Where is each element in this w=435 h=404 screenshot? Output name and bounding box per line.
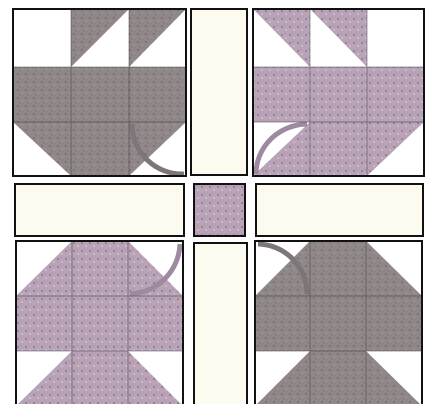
sashing-top-vertical	[191, 9, 247, 175]
maple-leaf-block-top-left	[13, 9, 186, 176]
sashing-left-horizontal	[15, 184, 184, 236]
maple-leaf-block-bottom-right	[255, 241, 422, 404]
sashing-right-horizontal	[256, 184, 423, 236]
cornerstone	[194, 184, 245, 236]
sashing-bottom-vertical	[194, 243, 247, 404]
maple-leaf-block-top-right	[253, 9, 424, 176]
maple-leaf-block-bottom-left	[16, 241, 183, 404]
